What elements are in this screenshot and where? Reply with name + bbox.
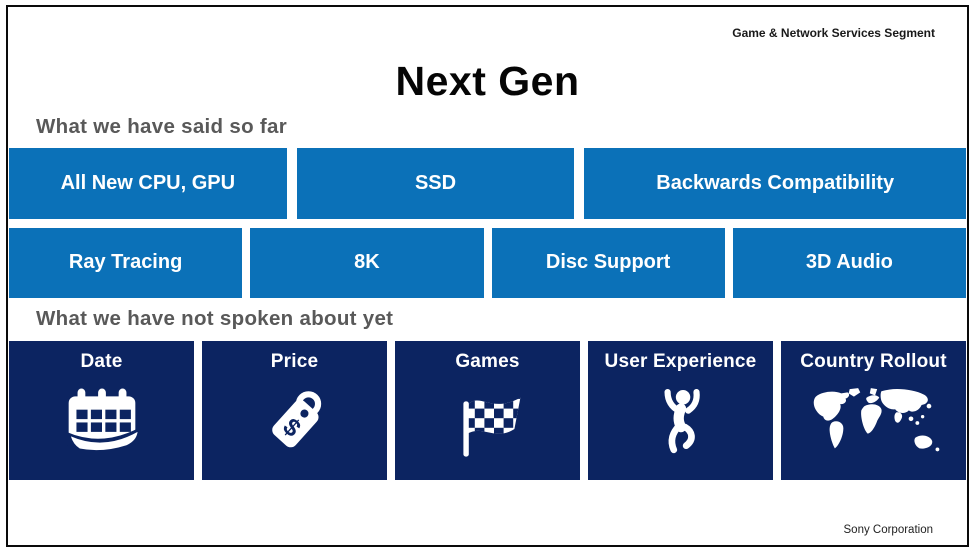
calendar-icon	[62, 373, 142, 480]
feature-box-backwards-compatibility: Backwards Compatibility	[584, 148, 967, 219]
topic-label: Price	[270, 351, 319, 372]
topic-box-country-rollout: Country Rollout	[781, 341, 966, 480]
checkered-flag-icon	[449, 373, 527, 480]
feature-box-ssd: SSD	[296, 148, 575, 219]
price-tag-icon: $	[258, 373, 332, 480]
topic-box-date: Date	[9, 341, 194, 480]
section-heading-said: What we have said so far	[36, 115, 287, 138]
topic-box-price: Price $	[202, 341, 387, 480]
jumping-person-icon	[648, 373, 714, 480]
segment-label: Game & Network Services Segment	[732, 26, 935, 40]
topic-label: Games	[455, 351, 520, 372]
footer-corporation: Sony Corporation	[843, 524, 934, 536]
not-spoken-row: Date	[9, 341, 966, 480]
feature-box-3d-audio: 3D Audio	[732, 228, 966, 298]
topic-box-user-experience: User Experience	[588, 341, 773, 480]
feature-box-ray-tracing: Ray Tracing	[9, 228, 243, 298]
topic-label: Country Rollout	[800, 351, 947, 372]
feature-box-8k: 8K	[250, 228, 484, 298]
world-map-icon	[804, 373, 944, 480]
section-heading-not-spoken: What we have not spoken about yet	[36, 307, 394, 330]
topic-label: Date	[80, 351, 123, 372]
topic-label: User Experience	[604, 351, 757, 372]
feature-box-cpu-gpu: All New CPU, GPU	[9, 148, 287, 219]
topic-box-games: Games	[395, 341, 580, 480]
said-row-1: All New CPU, GPU SSD Backwards Compatibi…	[9, 148, 967, 219]
said-row-2: Ray Tracing 8K Disc Support 3D Audio	[9, 228, 966, 298]
page-title: Next Gen	[395, 58, 580, 104]
feature-box-disc-support: Disc Support	[491, 228, 725, 298]
